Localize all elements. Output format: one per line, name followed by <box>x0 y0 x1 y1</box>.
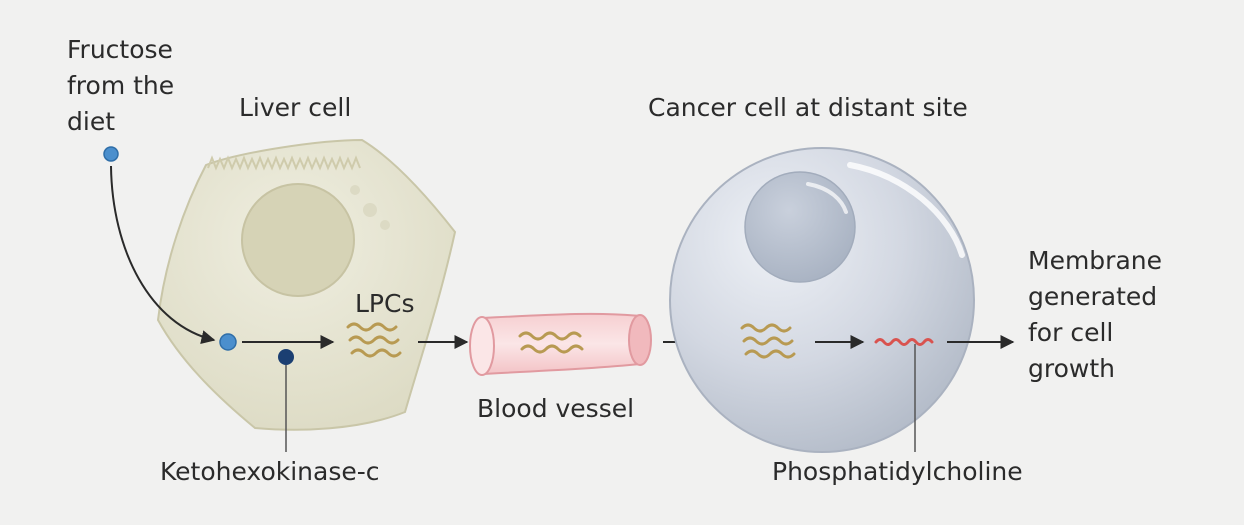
liver-microvilli <box>207 155 361 171</box>
blood-vessel-label: Blood vessel <box>477 394 635 423</box>
cancer-nucleus-highlight <box>806 182 848 214</box>
liver-cell <box>156 138 457 431</box>
ketohexokinase-label: Ketohexokinase-c <box>160 457 380 486</box>
blood-vessel-opening <box>469 316 495 376</box>
membrane-label: Membrane generated for cell growth <box>1028 246 1162 383</box>
lpc-squiggles-vessel <box>518 331 584 354</box>
cancer-nucleus <box>744 171 856 283</box>
blood-vessel-end <box>628 314 652 366</box>
blood-vessel-tube <box>481 312 641 376</box>
phosphatidylcholine-label: Phosphatidylcholine <box>772 457 1023 486</box>
lpc-squiggles-cancer <box>740 323 796 359</box>
liver-cell-label: Liver cell <box>239 93 352 122</box>
cancer-cell-highlight <box>847 162 965 258</box>
liver-vesicle <box>380 220 390 230</box>
liver-vesicle <box>363 203 377 217</box>
cancer-cell-label: Cancer cell at distant site <box>648 93 968 122</box>
liver-vesicle <box>350 185 360 195</box>
ketohexokinase-dot <box>278 349 294 365</box>
phosphatidylcholine-squiggle <box>874 338 934 346</box>
fructose-arrow <box>110 165 216 344</box>
fructose-label: Fructose from the diet <box>67 35 175 136</box>
fructose-dot-in-cell <box>219 333 237 351</box>
fructose-dot <box>103 146 119 162</box>
cancer-cell <box>669 147 975 453</box>
blood-vessel <box>469 312 652 376</box>
liver-nucleus <box>241 183 355 297</box>
lpc-squiggles-liver <box>346 322 402 358</box>
lpcs-label: LPCs <box>355 289 415 318</box>
